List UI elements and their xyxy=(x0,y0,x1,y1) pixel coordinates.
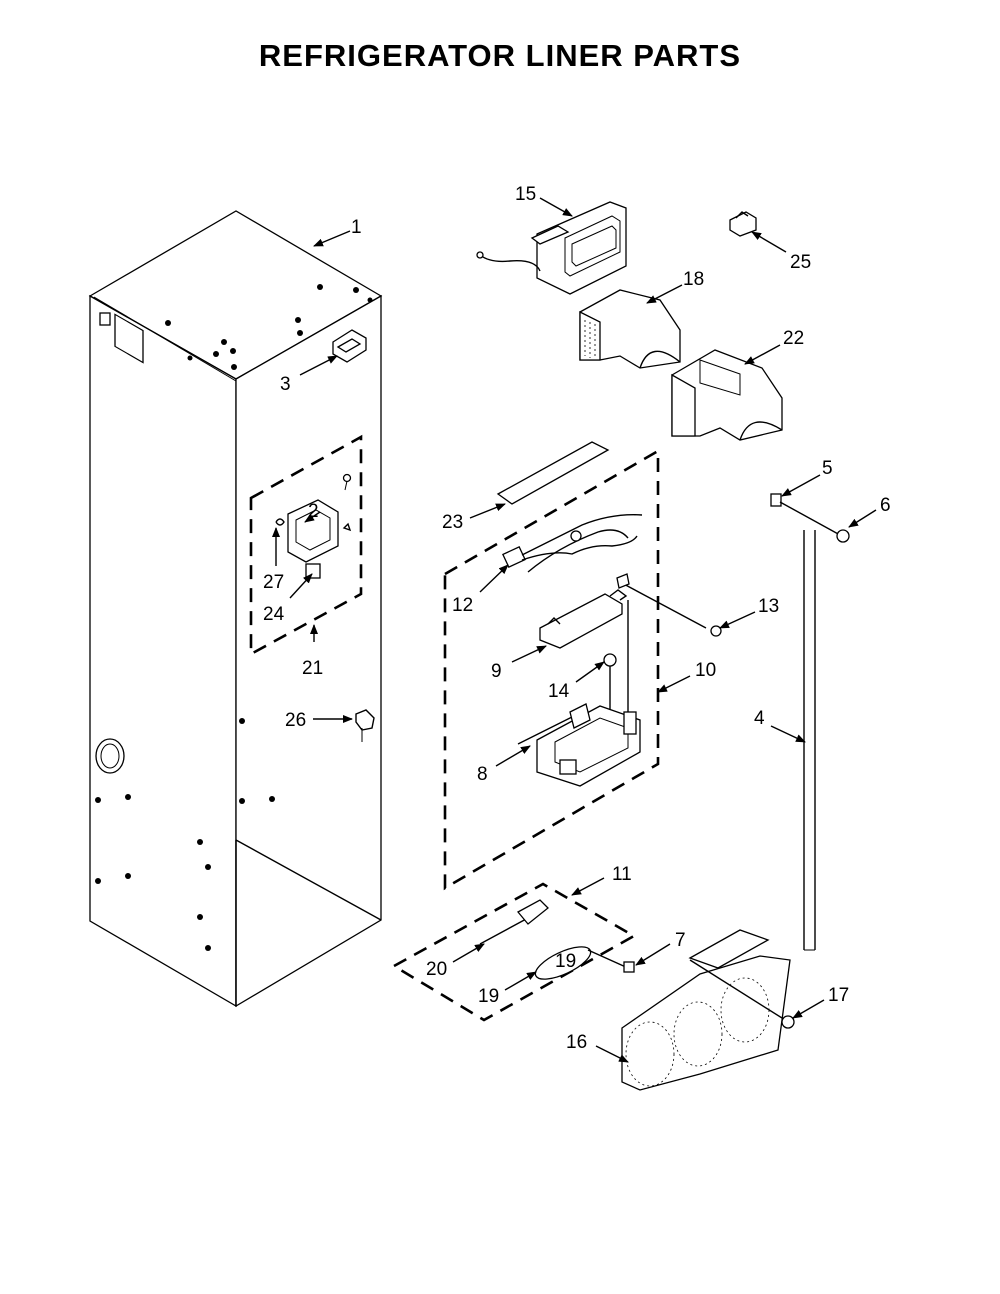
page-title: REFRIGERATOR LINER PARTS xyxy=(258,38,742,73)
light-lens xyxy=(496,441,610,505)
callout-14: 14 xyxy=(548,681,570,702)
callout-21: 21 xyxy=(302,658,323,679)
callout-numbers: 1 3 2 27 24 21 26 15 25 18 22 23 12 5 6 … xyxy=(263,184,891,1053)
callout-16: 16 xyxy=(566,1032,587,1053)
callout-11: 11 xyxy=(612,864,632,885)
callout-24: 24 xyxy=(263,604,285,625)
callout-7: 7 xyxy=(675,930,686,951)
thermistor-and-plug: 19 xyxy=(479,899,635,980)
callout-6: 6 xyxy=(880,495,891,516)
callout-17: 17 xyxy=(828,985,849,1006)
control-housing xyxy=(476,201,627,295)
callout-3: 3 xyxy=(280,374,291,395)
callout-25: 25 xyxy=(790,252,811,273)
light-socket-bracket xyxy=(539,573,722,649)
callout-9: 9 xyxy=(491,661,502,682)
wire-harness xyxy=(502,514,643,573)
callout-22: 22 xyxy=(783,328,804,349)
callout-18: 18 xyxy=(683,269,704,290)
callout-26: 26 xyxy=(285,710,306,731)
cover-rail xyxy=(770,493,850,951)
callout-13: 13 xyxy=(758,596,779,617)
duct-cover-upper xyxy=(579,289,681,369)
thermistor-bracket xyxy=(517,600,641,787)
dashed-box-10 xyxy=(443,448,660,891)
duct-cover-lower xyxy=(671,349,783,441)
part-19-label: 19 xyxy=(555,951,576,972)
callout-12: 12 xyxy=(452,595,473,616)
callout-1: 1 xyxy=(351,217,362,238)
callout-2: 2 xyxy=(308,501,319,522)
callout-4: 4 xyxy=(754,708,765,729)
dashed-box-11 xyxy=(391,882,637,1022)
callout-27: 27 xyxy=(263,572,284,593)
fan-housing xyxy=(621,929,795,1091)
callout-10: 10 xyxy=(695,660,716,681)
callout-8: 8 xyxy=(477,764,488,785)
callout-15: 15 xyxy=(515,184,536,205)
callout-5: 5 xyxy=(822,458,833,479)
leader-lines xyxy=(272,197,877,1063)
callout-20: 20 xyxy=(426,959,447,980)
callout-19: 19 xyxy=(478,986,499,1007)
liner-cabinet xyxy=(88,210,383,1008)
light-bracket-assembly xyxy=(275,473,352,579)
callout-23: 23 xyxy=(442,512,463,533)
dashed-box-21 xyxy=(249,434,363,657)
wire-connector xyxy=(729,211,757,237)
